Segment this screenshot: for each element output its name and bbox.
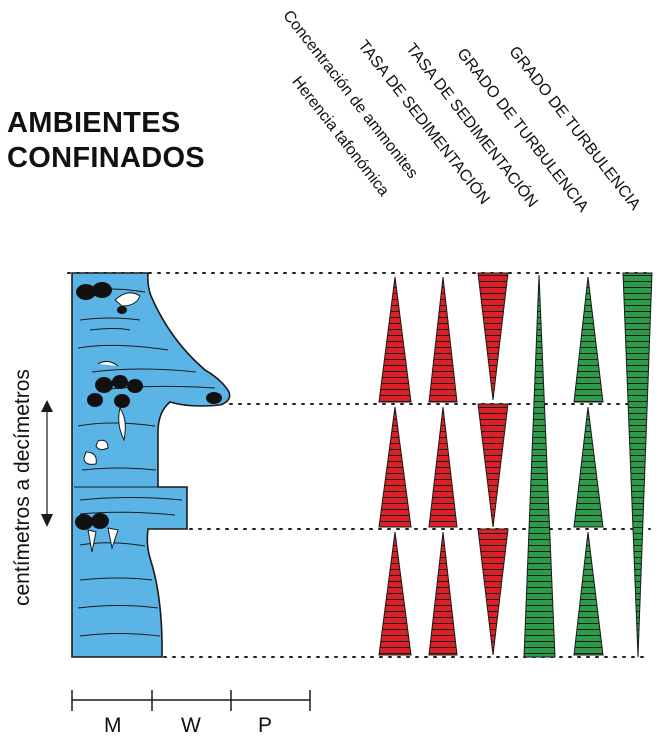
ammonite-icon bbox=[206, 392, 222, 404]
figure-title: AMBIENTES CONFINADOS bbox=[7, 106, 205, 176]
stratigraphic-column bbox=[71, 272, 231, 658]
arrow-up-icon bbox=[41, 400, 53, 412]
ammonite-icon bbox=[91, 513, 109, 529]
wedge-col-tasa-sedimentacion bbox=[477, 272, 509, 656]
ammonite-icon bbox=[114, 394, 130, 408]
wedge bbox=[573, 406, 604, 528]
ammonite-icon bbox=[92, 282, 112, 298]
wedge bbox=[477, 272, 509, 401]
title-line-1: AMBIENTES bbox=[7, 107, 181, 139]
wedge bbox=[378, 276, 412, 403]
ammonite-icons bbox=[75, 282, 222, 530]
scale-label-p: P bbox=[258, 714, 273, 737]
wedge bbox=[477, 403, 509, 528]
arrow-down-icon bbox=[41, 514, 53, 527]
wedge bbox=[573, 531, 604, 656]
wedge-col-concentracion bbox=[428, 276, 458, 656]
ammonite-icon bbox=[87, 393, 103, 407]
wedge bbox=[573, 276, 604, 403]
dotted-level-lines bbox=[67, 272, 651, 658]
wedge bbox=[428, 406, 458, 528]
ammonite-icon bbox=[95, 377, 113, 393]
ammonite-icon bbox=[76, 284, 96, 300]
shell-fragments bbox=[83, 292, 141, 553]
scale-label-w: W bbox=[181, 714, 201, 737]
vertical-scale-arrow bbox=[41, 400, 53, 527]
wedge bbox=[523, 274, 556, 658]
wedge bbox=[622, 272, 653, 658]
wedge-col-tasa-long bbox=[523, 274, 556, 658]
texture-scale-bar bbox=[71, 690, 311, 711]
wedge bbox=[378, 531, 412, 656]
wedge bbox=[477, 528, 509, 656]
wedge-col-grado-long bbox=[622, 272, 653, 658]
wedge bbox=[428, 531, 458, 656]
ammonite-icon bbox=[75, 514, 93, 530]
column-body bbox=[71, 272, 231, 658]
ammonite-icon bbox=[117, 306, 127, 314]
title-line-2: CONFINADOS bbox=[7, 142, 205, 174]
wedge-col-herencia bbox=[378, 276, 412, 656]
wedge bbox=[428, 276, 458, 403]
wedge-col-grado-turbulencia bbox=[573, 276, 604, 656]
ammonite-icon bbox=[112, 375, 128, 389]
scale-label-m: M bbox=[104, 714, 122, 737]
wedge bbox=[378, 406, 412, 528]
ammonite-icon bbox=[127, 379, 143, 393]
